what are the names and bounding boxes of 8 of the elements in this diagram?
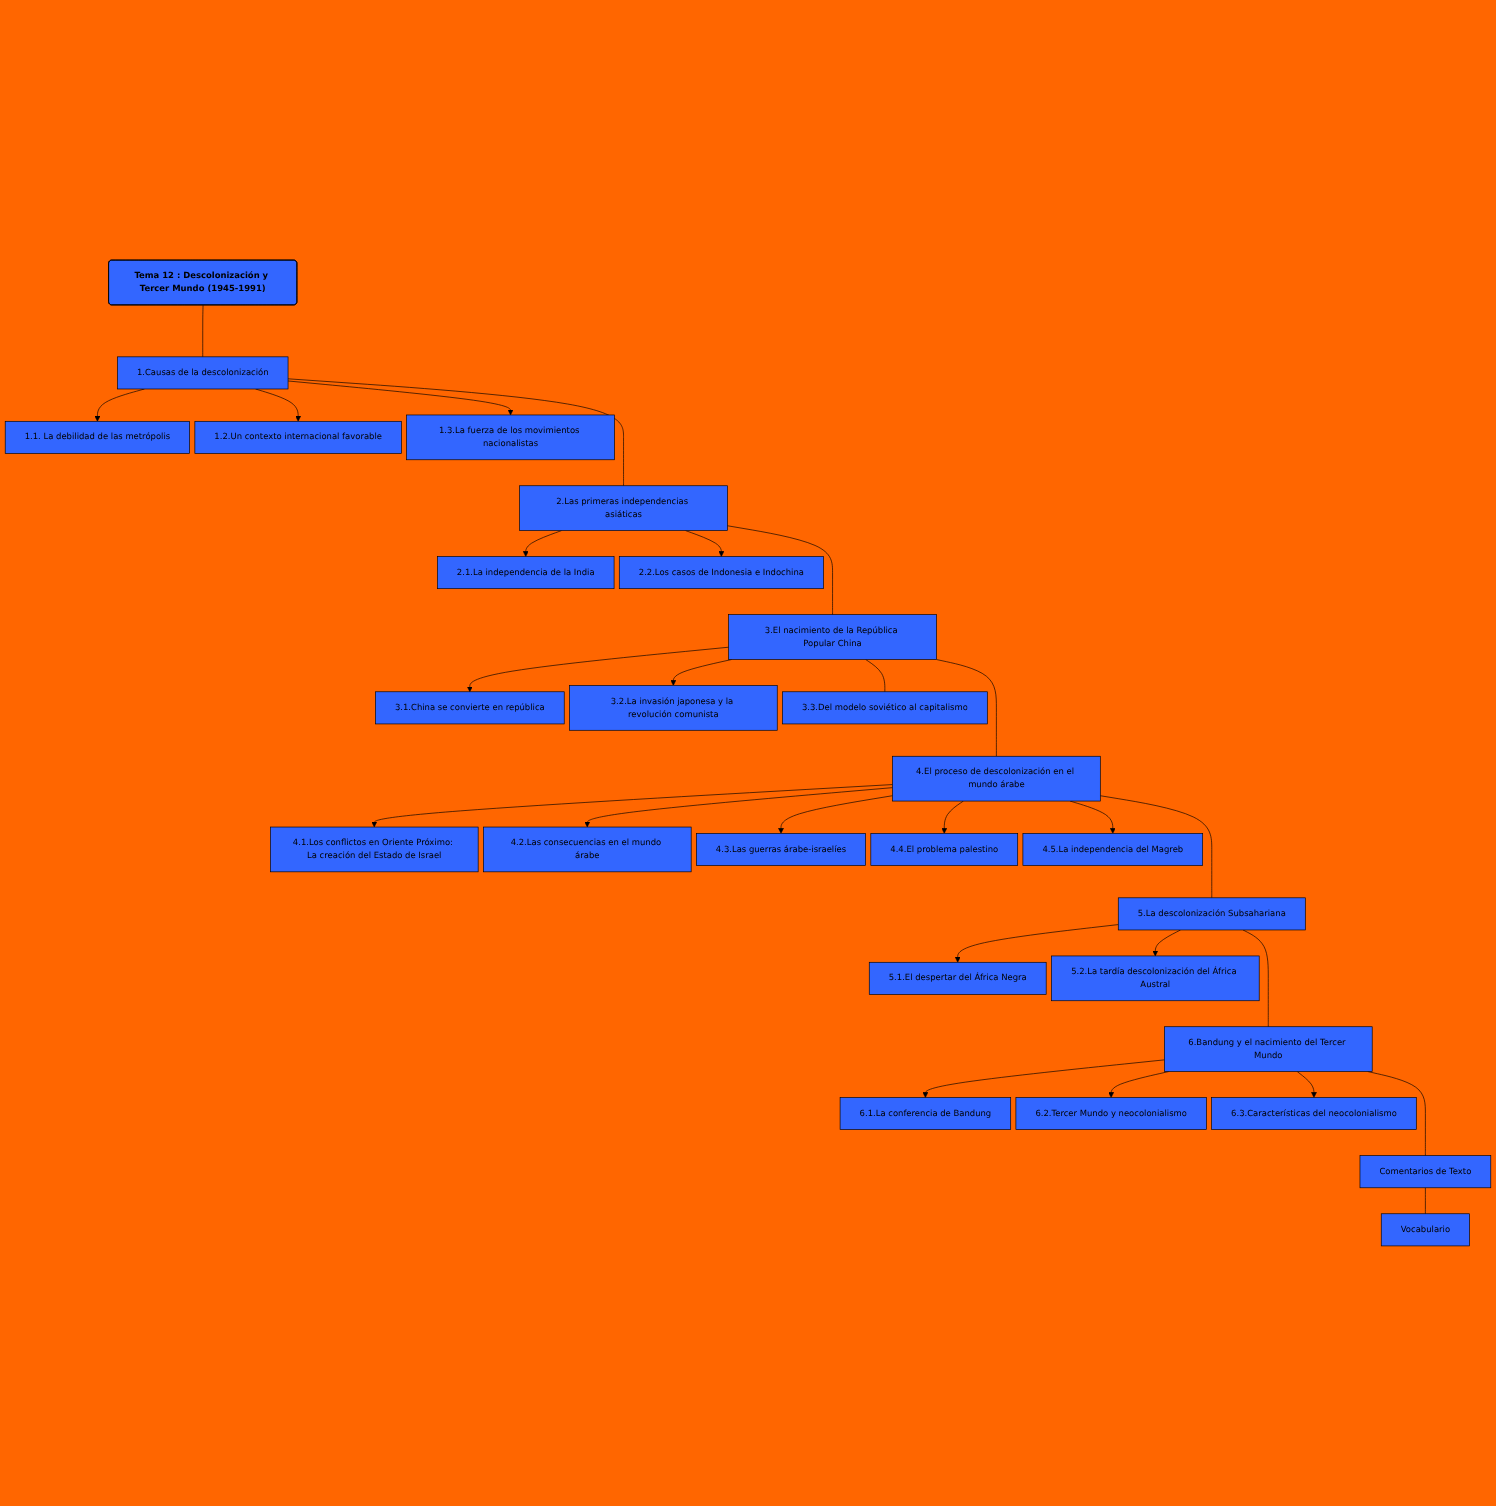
connector [935,659,997,757]
connector [865,659,886,693]
connector [1242,929,1269,1028]
connector [1425,1187,1426,1215]
connector [727,525,833,615]
connector [1367,1071,1426,1156]
connector [1099,795,1213,899]
connector [202,304,204,358]
